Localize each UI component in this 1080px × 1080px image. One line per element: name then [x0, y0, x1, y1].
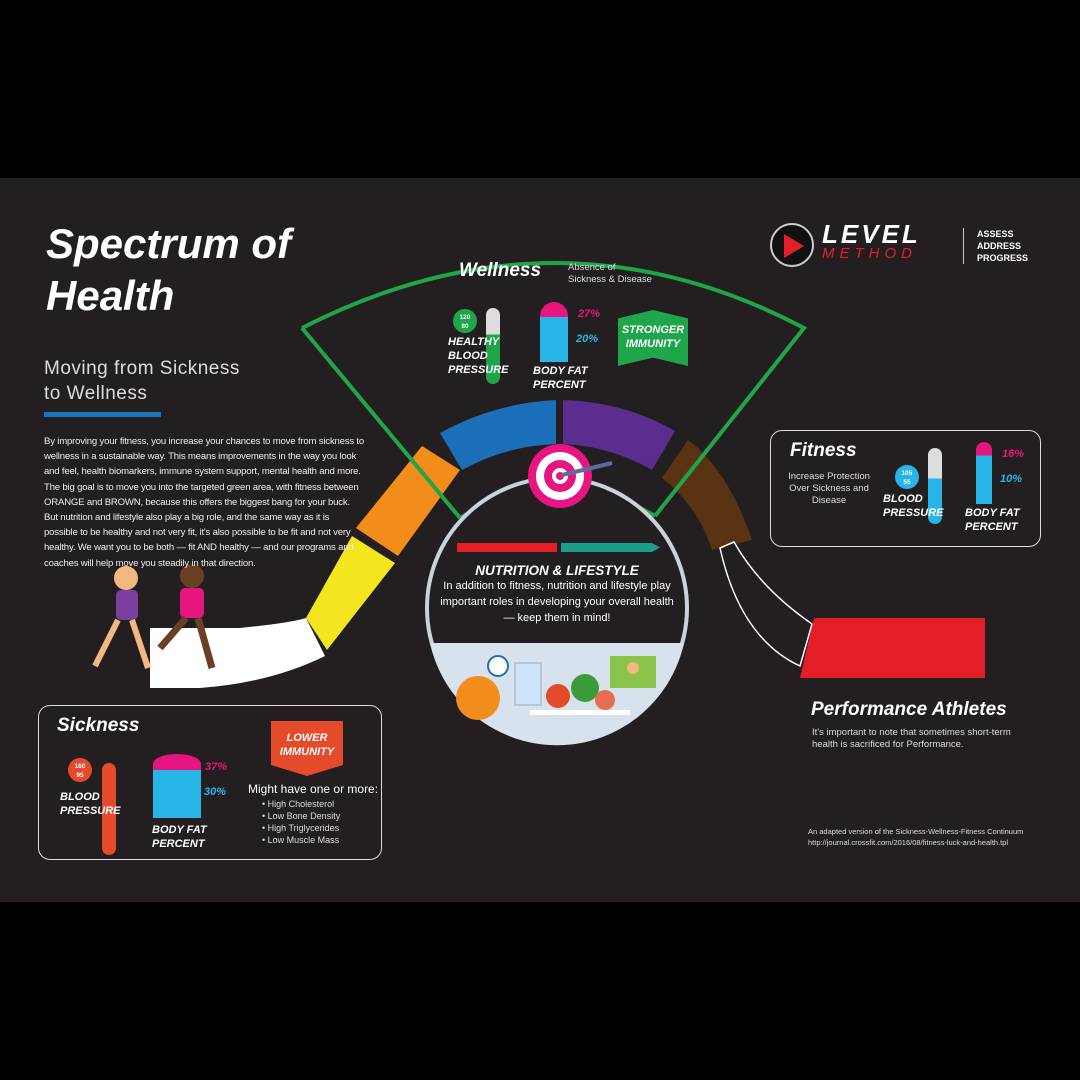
segment-white-main	[150, 618, 325, 688]
wellness-bp-gauge	[486, 308, 500, 384]
segment-purple	[563, 400, 675, 470]
segment-brown	[662, 440, 752, 550]
logo-method: METHOD	[822, 245, 917, 262]
segment-yellow	[306, 536, 395, 650]
risk-list: • High Cholesterol • Low Bone Density • …	[262, 798, 340, 846]
subtitle: Moving from Sickness to Wellness	[44, 356, 240, 406]
segment-blue	[440, 400, 556, 470]
lifestyle-illustration-icon	[456, 655, 656, 720]
subtitle-line-2: to Wellness	[44, 383, 148, 404]
title-line-2: Health	[46, 272, 175, 319]
fitness-fat-high: 16%	[1002, 448, 1025, 460]
wellness-zone-outline	[300, 261, 808, 520]
performance-text: It's important to note that sometimes sh…	[812, 727, 1011, 750]
wellness-fat-high: 27%	[578, 308, 601, 320]
page-title: Spectrum of Health	[46, 218, 291, 322]
credit-link[interactable]: http://journal.crossfit.com/2016/08/fitn…	[808, 838, 1009, 847]
performance-title: Performance Athletes	[811, 699, 1007, 720]
subtitle-underline	[44, 412, 161, 417]
fitness-title: Fitness	[790, 440, 857, 461]
credit: An adapted version of the Sickness-Welln…	[808, 827, 1024, 847]
fitness-fat-low: 10%	[1000, 473, 1023, 485]
sickness-fat-low: 30%	[204, 786, 227, 798]
nutrition-title: NUTRITION & LIFESTYLE	[475, 563, 639, 578]
fitness-desc: Increase Protection Over Sickness and Di…	[788, 471, 870, 506]
subtitle-line-1: Moving from Sickness	[44, 358, 240, 379]
risk-item: • Low Muscle Mass	[262, 835, 340, 845]
risk-item: • High Triglycerides	[262, 823, 340, 833]
runners-illustration-icon	[92, 564, 216, 669]
fitness-fat-gauge	[976, 442, 992, 504]
might-have-heading: Might have one or more:	[248, 782, 379, 796]
intro-text: By improving your fitness, you increase …	[44, 436, 364, 569]
nutrition-text: In addition to fitness, nutrition and li…	[440, 580, 674, 624]
fitness-box	[770, 430, 1041, 547]
sickness-title: Sickness	[57, 715, 140, 736]
target-icon	[528, 444, 613, 508]
segment-orange	[356, 446, 460, 556]
risk-item: • Low Bone Density	[262, 811, 341, 821]
title-line-1: Spectrum of	[46, 220, 292, 267]
sickness-box	[38, 705, 382, 860]
level-method-logo-icon	[770, 223, 814, 267]
risk-item: • High Cholesterol	[262, 799, 335, 809]
wellness-title: Wellness	[459, 260, 542, 281]
segment-red	[800, 618, 985, 678]
sickness-fat-gauge	[153, 754, 201, 818]
fitness-bp-gauge	[928, 448, 942, 524]
sickness-fat-high: 37%	[205, 761, 228, 773]
segment-outlined	[719, 541, 813, 668]
spectrum-arc	[92, 261, 985, 746]
wellness-fat-low: 20%	[576, 333, 599, 345]
infographic-poster: Spectrum of Health Moving from Sickness to…	[0, 178, 1080, 902]
wellness-fat-gauge	[540, 302, 568, 362]
nutrition-section: NUTRITION & LIFESTYLE In addition to fit…	[440, 563, 674, 626]
sickness-bp-gauge	[102, 763, 116, 855]
logo-level: LEVEL	[822, 219, 921, 249]
